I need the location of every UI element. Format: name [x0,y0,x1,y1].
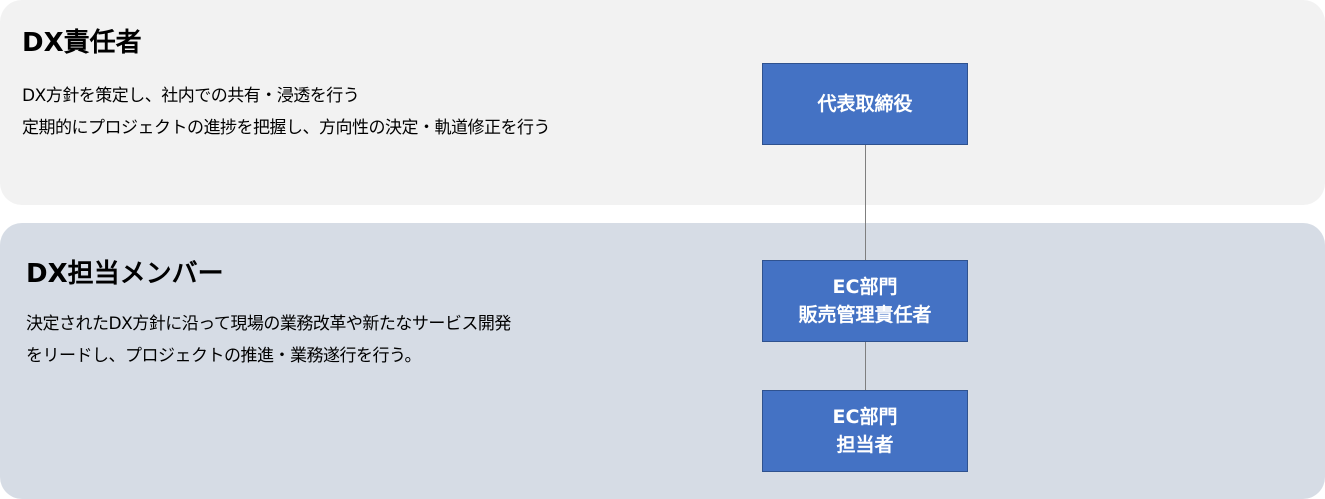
connector-line [865,341,866,391]
connector-line [865,144,866,261]
org-box-label: 代表取締役 [817,93,913,115]
dx-responsible-title: DX責任者 [22,28,142,58]
dx-responsible-panel: DX責任者 DX方針を策定し、社内での共有・浸透を行う 定期的にプロジェクトの進… [0,0,1325,205]
description-line: DX方針を策定し、社内での共有・浸透を行う [22,86,360,106]
description-line: をリードし、プロジェクトの推進・業務遂行を行う。 [26,346,421,366]
description-line: 決定されたDX方針に沿って現場の業務改革や新たなサービス開発 [26,314,511,334]
dx-responsible-description: DX方針を策定し、社内での共有・浸透を行う 定期的にプロジェクトの進捗を把握し、… [22,80,551,144]
org-box-label: EC部門 [832,406,898,428]
org-box-ceo: 代表取締役 [762,63,968,145]
org-box-label: 担当者 [836,434,894,456]
dx-members-title: DX担当メンバー [26,259,224,289]
org-box-ec-manager: EC部門 販売管理責任者 [762,260,968,342]
org-box-label: 販売管理責任者 [798,304,932,326]
org-box-label: EC部門 [832,276,898,298]
dx-members-description: 決定されたDX方針に沿って現場の業務改革や新たなサービス開発 をリードし、プロジ… [26,308,511,372]
dx-members-panel: DX担当メンバー 決定されたDX方針に沿って現場の業務改革や新たなサービス開発 … [0,223,1325,499]
description-line: 定期的にプロジェクトの進捗を把握し、方向性の決定・軌道修正を行う [22,118,551,138]
org-box-ec-staff: EC部門 担当者 [762,390,968,472]
